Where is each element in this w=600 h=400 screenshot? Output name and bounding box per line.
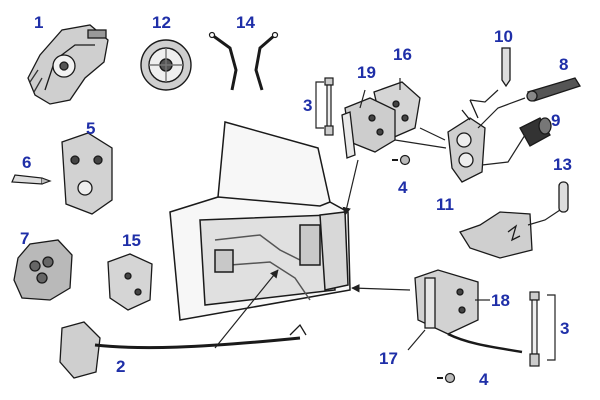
leader-3-lower (547, 294, 556, 361)
leader-lines (214, 78, 561, 361)
part-12-pulley (140, 39, 192, 91)
part-13-striker (459, 181, 569, 259)
callout-2: 2 (116, 357, 126, 376)
part-4-lower-screw (437, 372, 456, 384)
part-7-pad (13, 239, 73, 301)
callout-15: 15 (122, 231, 141, 250)
callout-9: 9 (551, 111, 561, 130)
callout-17: 17 (379, 349, 398, 368)
part-1-window-regulator (27, 24, 109, 105)
callout-8: 8 (559, 55, 569, 74)
callout-1: 1 (34, 13, 44, 32)
part-15-bracket (107, 253, 153, 311)
callout-3-lower: 3 (560, 319, 570, 338)
callout-6: 6 (22, 153, 32, 172)
callout-3-upper: 3 (303, 96, 313, 115)
part-5-latch-plate (61, 132, 113, 215)
part-11-latch-assembly (447, 99, 486, 183)
part-18-lower-hinge (414, 269, 523, 354)
part-19-upper-hinge (341, 97, 396, 159)
part-3-lower-bolts (529, 291, 540, 367)
part-4-upper-screw (392, 154, 411, 166)
callout-12: 12 (152, 13, 171, 32)
callout-4-upper: 4 (398, 178, 408, 197)
callout-11: 11 (436, 195, 454, 214)
callout-19: 19 (357, 63, 376, 82)
callout-5: 5 (86, 119, 96, 138)
callout-7: 7 (20, 229, 30, 248)
callout-4-lower: 4 (479, 370, 489, 389)
part-9-bushing (519, 117, 552, 147)
leader-3-upper (315, 81, 324, 129)
part-6-screw (11, 174, 52, 185)
part-8-handle-arm (526, 77, 581, 102)
callout-13: 13 (553, 155, 572, 174)
callout-10: 10 (494, 27, 513, 46)
part-14-brackets (208, 31, 279, 91)
callout-14: 14 (236, 13, 255, 32)
part-3-upper-bolts (324, 77, 334, 136)
callout-16: 16 (393, 45, 412, 64)
part-2-rod-lock (59, 321, 307, 379)
callout-18: 18 (491, 291, 510, 310)
door-shell (169, 121, 351, 321)
part-10-pin (501, 47, 511, 88)
